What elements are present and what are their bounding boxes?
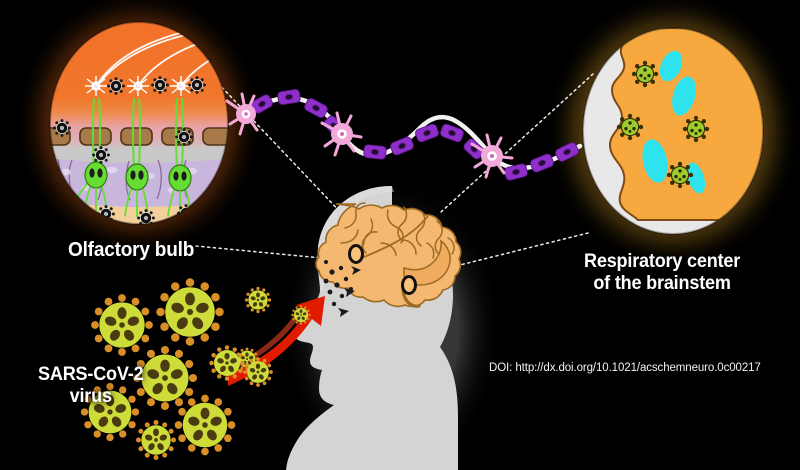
neuron-soma-2	[320, 111, 363, 157]
neuron-chain	[225, 88, 583, 181]
nasal-entry-particles	[319, 260, 361, 317]
olfactory-bulb-marker	[348, 244, 364, 264]
brainstem-inset-border	[582, 27, 764, 235]
virion-9	[135, 419, 177, 461]
connector-olfactory-top	[213, 78, 347, 219]
label-olfactory-bulb: Olfactory bulb	[68, 239, 195, 261]
brainstem-inset	[582, 27, 764, 235]
brainstem-neurons	[642, 50, 706, 194]
head-profile-shade	[317, 186, 394, 292]
label-virus-line-2: virus	[69, 386, 112, 408]
label-respiratory-line-1: Respiratory center	[584, 251, 741, 272]
head-markers	[348, 244, 417, 295]
brain-group	[315, 202, 462, 308]
label-virus-line-1: SARS-CoV-2	[38, 364, 144, 385]
neuron-soma-3	[470, 133, 514, 179]
cribriform-plate	[50, 127, 228, 146]
neuron-soma-1	[225, 92, 259, 136]
olfactory-inset	[49, 21, 229, 225]
olfactory-inset-border	[49, 21, 229, 225]
brainstem-marker	[401, 275, 417, 295]
label-respiratory-center: Respiratory center of the brainstem	[584, 251, 740, 296]
label-sars-cov-2-virus: SARS-CoV-2 virus	[38, 364, 144, 409]
entry-arrowheads	[338, 266, 361, 317]
virion-2	[156, 278, 224, 346]
olfactory-receptor-neurons	[73, 161, 192, 217]
connector-brainstem-top	[440, 73, 594, 213]
label-respiratory-line-2: of the brainstem	[593, 273, 731, 295]
virion-8	[244, 286, 272, 314]
neuron-somas	[225, 92, 514, 179]
doi-citation: DOI: http://dx.doi.org/10.1021/acschemne…	[489, 362, 761, 374]
virion-7	[174, 394, 236, 456]
myelin-segments	[251, 88, 579, 181]
orn-axons	[91, 97, 185, 167]
axon-backbone	[243, 95, 583, 171]
virion-1	[91, 294, 153, 356]
brain-temporal-fissure	[351, 215, 429, 263]
